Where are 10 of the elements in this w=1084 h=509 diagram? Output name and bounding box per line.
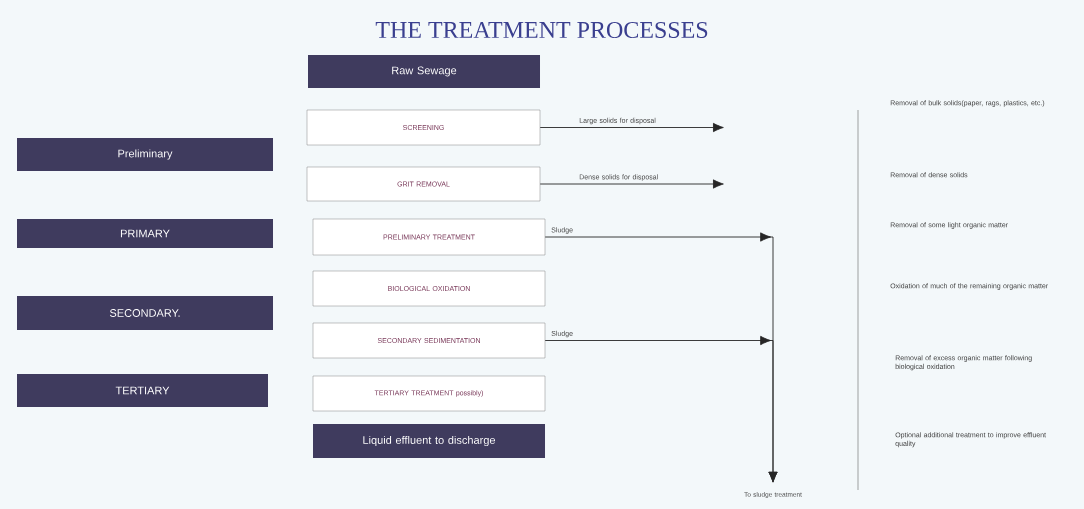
stage-box: Raw Sewage xyxy=(308,55,540,88)
title: THE TREATMENT PROCESSES xyxy=(375,21,708,39)
stage-label: PRIMARY xyxy=(17,219,273,248)
arrow xyxy=(539,122,724,133)
stage-box: Liquid effluent to discharge xyxy=(313,424,545,458)
stage-label: SECONDARY. xyxy=(17,296,273,330)
arrow xyxy=(539,179,724,189)
arrow xyxy=(544,335,778,483)
stage-label: TERTIARY xyxy=(17,374,268,407)
stage-label: Preliminary xyxy=(17,138,273,171)
